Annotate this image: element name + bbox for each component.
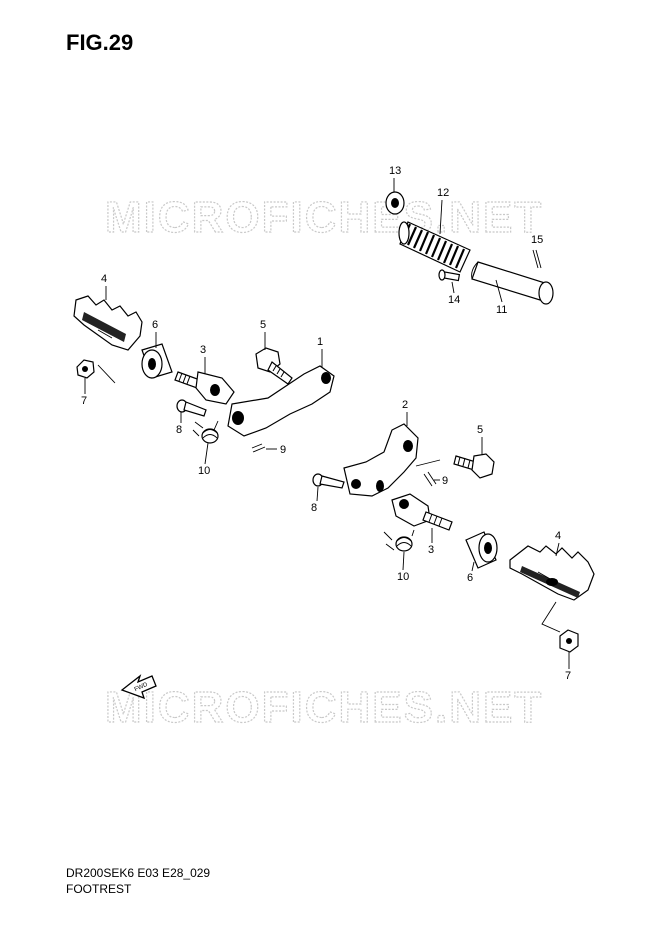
callout-4-right: 4 <box>555 530 561 557</box>
callout-2: 2 <box>402 399 408 426</box>
svg-text:6: 6 <box>467 572 473 584</box>
footrest-joint-3-left <box>174 371 235 405</box>
callout-6-left: 6 <box>152 319 158 348</box>
forward-direction-arrow: FWD <box>120 674 157 700</box>
callout-10-right: 10 <box>397 551 409 583</box>
callout-9-right: 9 <box>434 475 448 487</box>
watermark-top: MICROFICHES.NET <box>105 193 543 242</box>
bolt-5-left <box>255 347 293 385</box>
fwd-label: FWD <box>134 682 150 693</box>
svg-text:7: 7 <box>81 395 87 407</box>
model-code: DR200SEK6 E03 E28_029 <box>66 866 211 880</box>
callout-1: 1 <box>317 336 323 368</box>
nut-7-right <box>559 629 579 653</box>
callout-5-left: 5 <box>260 319 266 350</box>
washer-13 <box>385 191 405 215</box>
spring-10-right <box>395 536 413 552</box>
figure-caption: FOOTREST <box>66 882 132 896</box>
spring-10-left <box>201 428 219 444</box>
svg-text:9: 9 <box>280 444 286 456</box>
callout-13: 13 <box>389 165 401 192</box>
bracket-2 <box>343 423 419 497</box>
callout-3-right: 3 <box>428 528 434 556</box>
spring-clip-15 <box>532 249 542 269</box>
svg-text:8: 8 <box>311 502 317 514</box>
cotter-pin-9-right <box>423 471 437 487</box>
callout-7-right: 7 <box>565 652 571 682</box>
figure-title: FIG.29 <box>66 30 134 55</box>
callout-15: 15 <box>531 234 543 246</box>
bolt-8-left <box>176 399 207 417</box>
svg-text:1: 1 <box>317 336 323 348</box>
svg-text:3: 3 <box>428 544 434 556</box>
callout-8-left: 8 <box>176 412 182 436</box>
callout-5-right: 5 <box>477 424 483 455</box>
leader-line <box>97 364 116 384</box>
footpeg-4-right <box>509 545 595 601</box>
svg-text:15: 15 <box>531 234 543 246</box>
bolt-8-right <box>312 473 345 489</box>
leader-line <box>192 420 219 437</box>
footpeg-4-left <box>73 295 143 351</box>
svg-text:11: 11 <box>496 304 507 316</box>
callout-4-left: 4 <box>101 273 107 300</box>
callout-9-left: 9 <box>266 444 286 456</box>
nut-7-left <box>76 359 95 379</box>
svg-text:8: 8 <box>176 424 182 436</box>
footrest-joint-3-right <box>391 493 453 531</box>
callout-10-left: 10 <box>198 442 210 477</box>
svg-text:10: 10 <box>198 465 210 477</box>
svg-text:14: 14 <box>448 294 460 306</box>
svg-text:3: 3 <box>200 344 206 356</box>
bushing-6-left <box>141 343 173 379</box>
callout-7-left: 7 <box>81 378 87 407</box>
cotter-pin-9-left <box>251 443 266 453</box>
bracket-1 <box>227 365 335 437</box>
footrest-pin-11 <box>471 261 554 305</box>
bolt-5-right <box>453 453 495 479</box>
svg-text:6: 6 <box>152 319 158 331</box>
svg-text:4: 4 <box>101 273 107 285</box>
bushing-6-right <box>465 531 498 569</box>
leader-line <box>415 459 441 467</box>
rubber-grip-12 <box>398 221 471 273</box>
svg-text:12: 12 <box>437 187 449 199</box>
svg-text:7: 7 <box>565 670 571 682</box>
cotter-pin-14 <box>438 269 461 282</box>
svg-text:4: 4 <box>555 530 561 542</box>
callout-6-right: 6 <box>467 561 475 584</box>
callout-8-right: 8 <box>311 486 319 514</box>
svg-text:10: 10 <box>397 571 409 583</box>
svg-text:5: 5 <box>477 424 483 436</box>
svg-text:5: 5 <box>260 319 266 331</box>
callout-12: 12 <box>437 187 449 235</box>
svg-text:9: 9 <box>442 475 448 487</box>
svg-text:2: 2 <box>402 399 408 411</box>
watermark-bottom: MICROFICHES.NET <box>105 683 543 732</box>
svg-text:13: 13 <box>389 165 401 177</box>
leader-line <box>383 529 415 551</box>
callout-11: 11 <box>495 279 507 316</box>
leader-line <box>541 601 561 633</box>
callout-14: 14 <box>448 281 460 306</box>
callout-3-left: 3 <box>200 344 206 374</box>
